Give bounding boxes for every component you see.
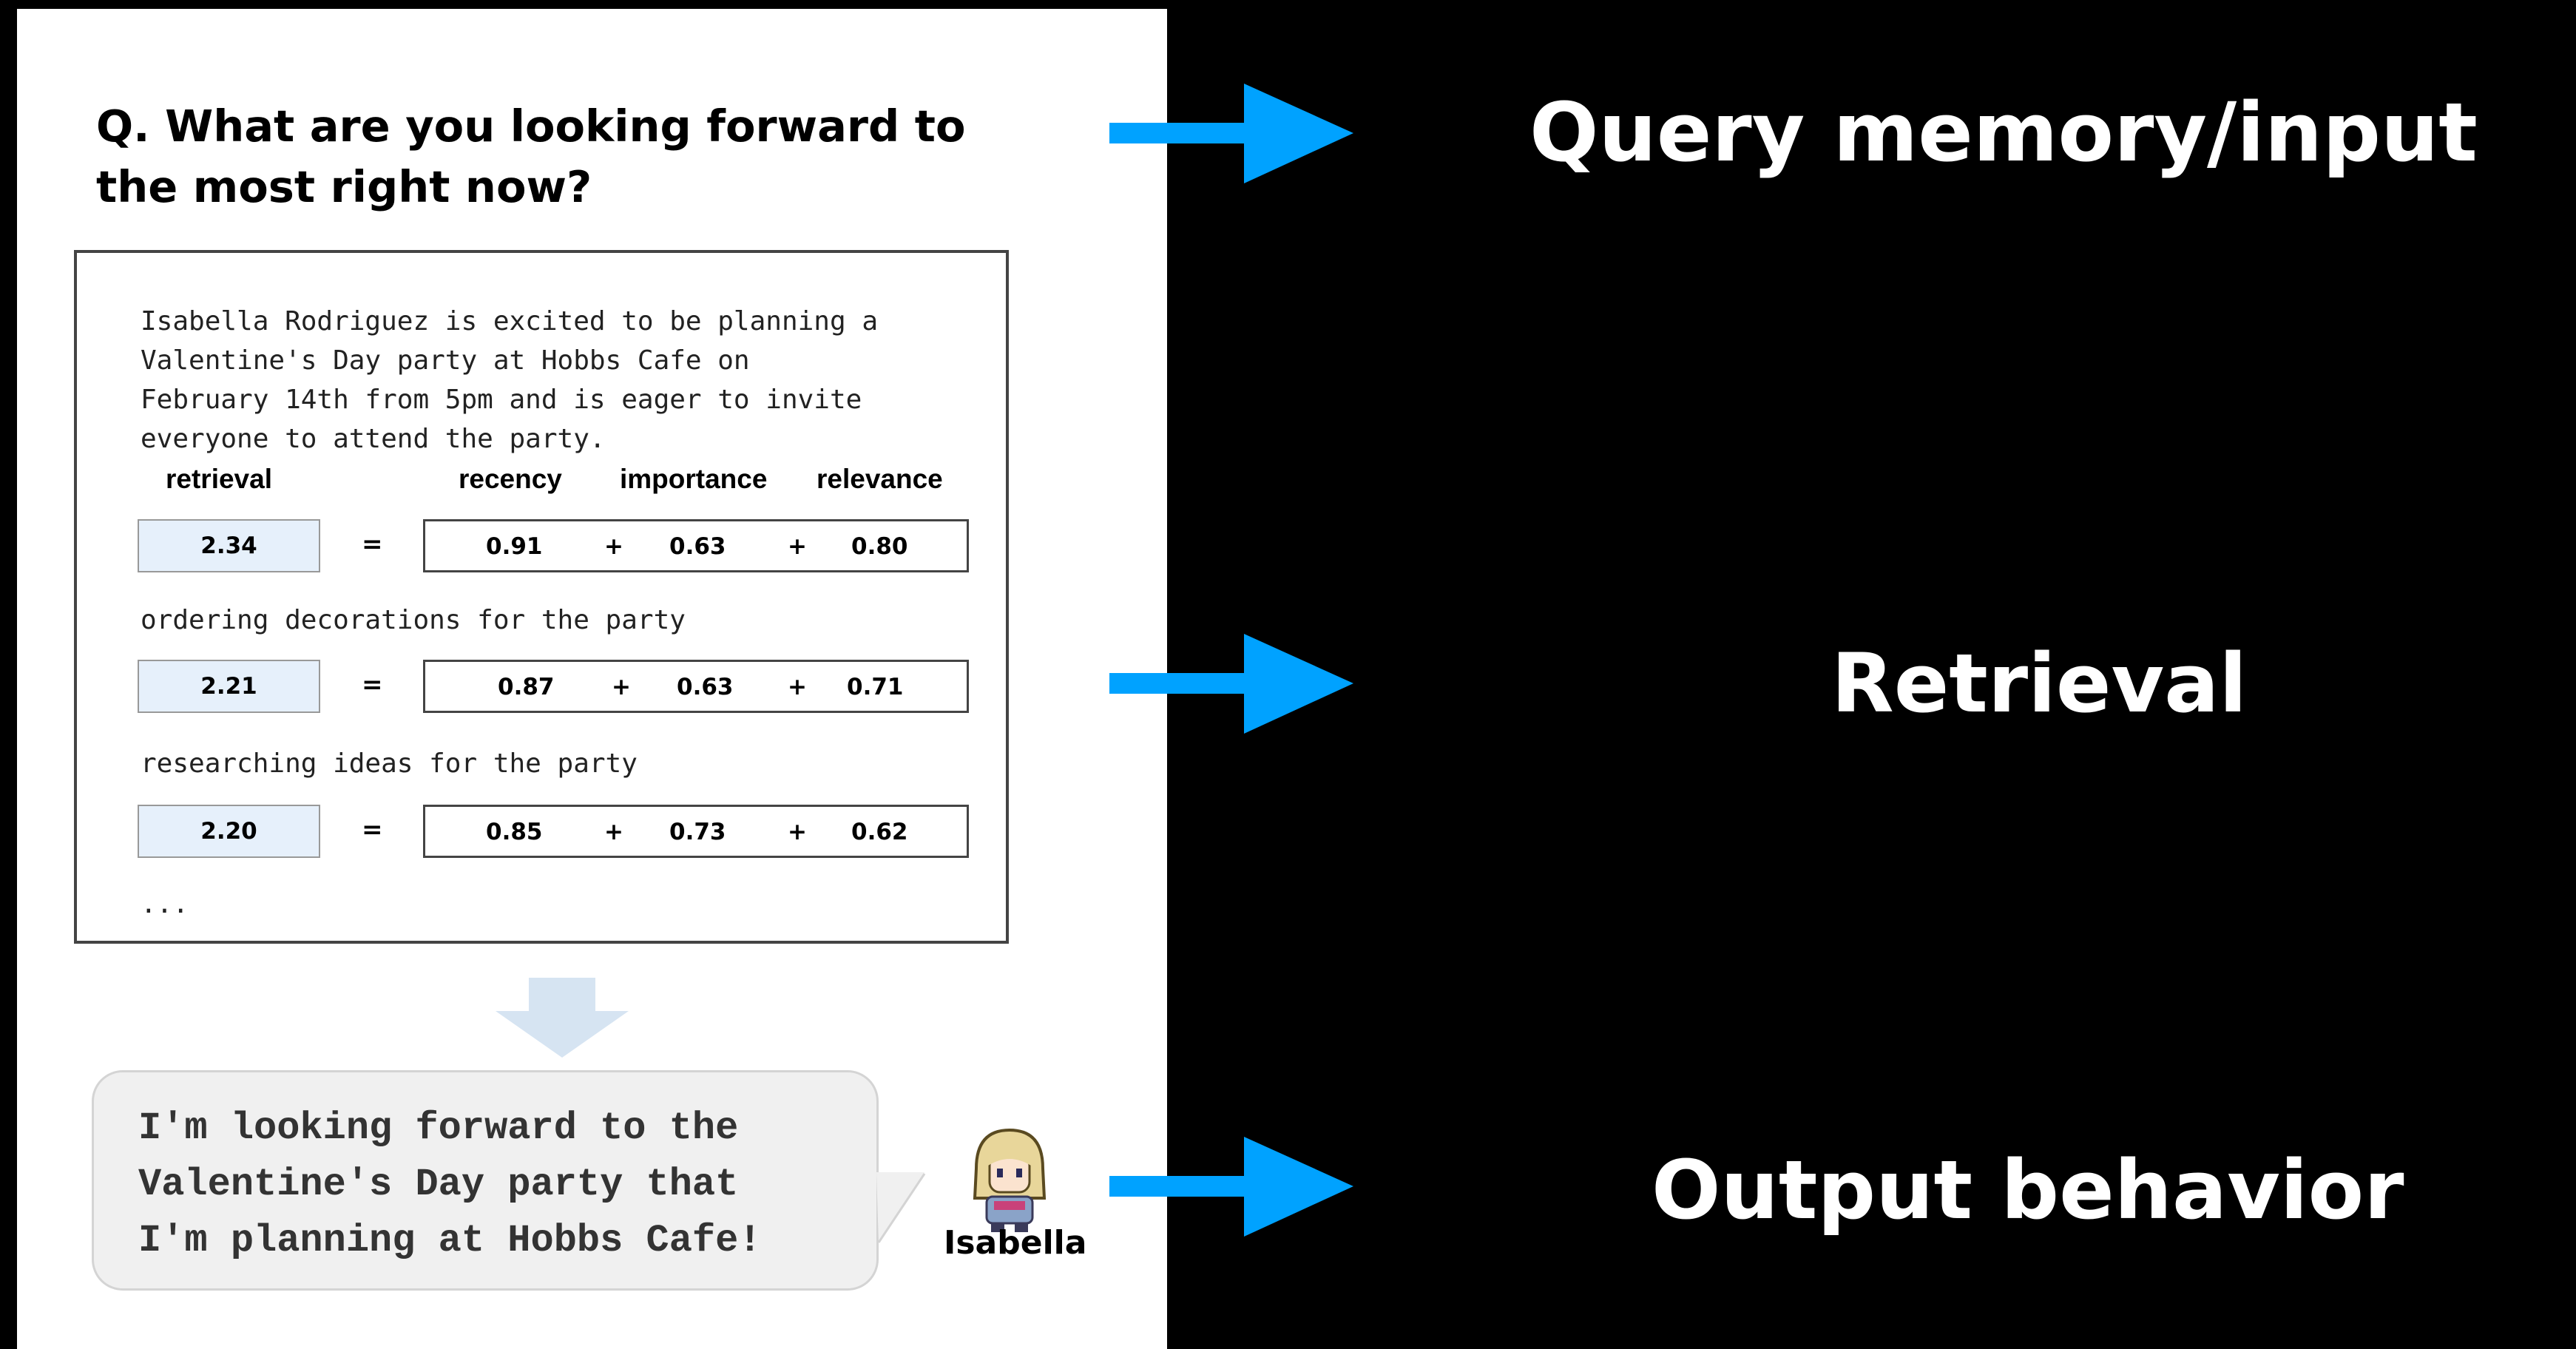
query-stage-label: Query memory/input <box>1529 85 2478 180</box>
importance-score: 0.73 <box>669 819 726 845</box>
more-memories-ellipsis: ... <box>141 889 189 919</box>
arrow-right-icon <box>1109 634 1353 734</box>
plus-sign: + <box>788 819 807 845</box>
relevance-score: 0.80 <box>851 533 908 560</box>
arrow-right-icon <box>1109 1137 1353 1237</box>
equals-sign: = <box>362 530 383 559</box>
score-components: 0.91 + 0.63 + 0.80 <box>423 519 969 572</box>
question-line-2: the most right now? <box>96 161 592 212</box>
importance-score: 0.63 <box>669 533 726 560</box>
down-arrow-icon <box>496 978 629 1058</box>
score-row: 2.34 = 0.91 + 0.63 + 0.80 <box>77 519 1006 575</box>
speech-bubble: I'm looking forward to the Valentine's D… <box>92 1070 879 1291</box>
relevance-score: 0.62 <box>851 819 908 845</box>
response-text: I'm looking forward to the Valentine's D… <box>138 1100 762 1269</box>
score-row: 2.21 = 0.87 + 0.63 + 0.71 <box>77 660 1006 715</box>
output-stage-label: Output behavior <box>1652 1143 2404 1237</box>
arrow-right-icon <box>1109 84 1353 183</box>
memory-retrieval-box: Isabella Rodriguez is excited to be plan… <box>74 250 1009 944</box>
score-components: 0.87 + 0.63 + 0.71 <box>423 660 969 713</box>
relevance-column-header: relevance <box>817 464 943 494</box>
score-row: 2.20 = 0.85 + 0.73 + 0.62 <box>77 805 1006 860</box>
question-line-1: Q. What are you looking forward to <box>96 101 966 152</box>
equals-sign: = <box>362 670 383 700</box>
recency-score: 0.85 <box>486 819 543 845</box>
memory-summary-line: everyone to attend the party. <box>141 424 606 454</box>
memory-summary-line: February 14th from 5pm and is eager to i… <box>141 385 862 415</box>
plus-sign: + <box>612 674 631 700</box>
plus-sign: + <box>604 819 623 845</box>
memory-summary-line: Valentine's Day party at Hobbs Cafe on <box>141 345 750 376</box>
retrieval-stage-label: Retrieval <box>1831 636 2248 731</box>
plus-sign: + <box>604 533 623 560</box>
speaker-name: Isabella <box>944 1224 1087 1262</box>
plus-sign: + <box>788 533 807 560</box>
response-line: I'm planning at Hobbs Cafe! <box>138 1219 762 1262</box>
plus-sign: + <box>788 674 807 700</box>
retrieval-score: 2.34 <box>138 519 320 572</box>
retrieval-score: 2.21 <box>138 660 320 713</box>
importance-column-header: importance <box>620 464 768 494</box>
equals-sign: = <box>362 815 383 845</box>
score-components: 0.85 + 0.73 + 0.62 <box>423 805 969 858</box>
relevance-score: 0.71 <box>847 674 904 700</box>
memory-summary-line: Isabella Rodriguez is excited to be plan… <box>141 306 878 337</box>
recency-score: 0.91 <box>486 533 543 560</box>
recency-score: 0.87 <box>498 674 555 700</box>
question-heading: Q. What are you looking forward to the m… <box>96 96 1058 217</box>
response-line: Valentine's Day party that <box>138 1163 739 1206</box>
retrieval-column-header: retrieval <box>166 464 272 494</box>
recency-column-header: recency <box>459 464 562 494</box>
importance-score: 0.63 <box>677 674 734 700</box>
memory-item-label: researching ideas for the party <box>141 748 638 779</box>
retrieval-score: 2.20 <box>138 805 320 858</box>
response-line: I'm looking forward to the <box>138 1106 739 1150</box>
isabella-avatar-icon <box>973 1128 1047 1232</box>
memory-item-label: ordering decorations for the party <box>141 605 686 635</box>
speech-bubble-tail <box>876 1172 926 1243</box>
